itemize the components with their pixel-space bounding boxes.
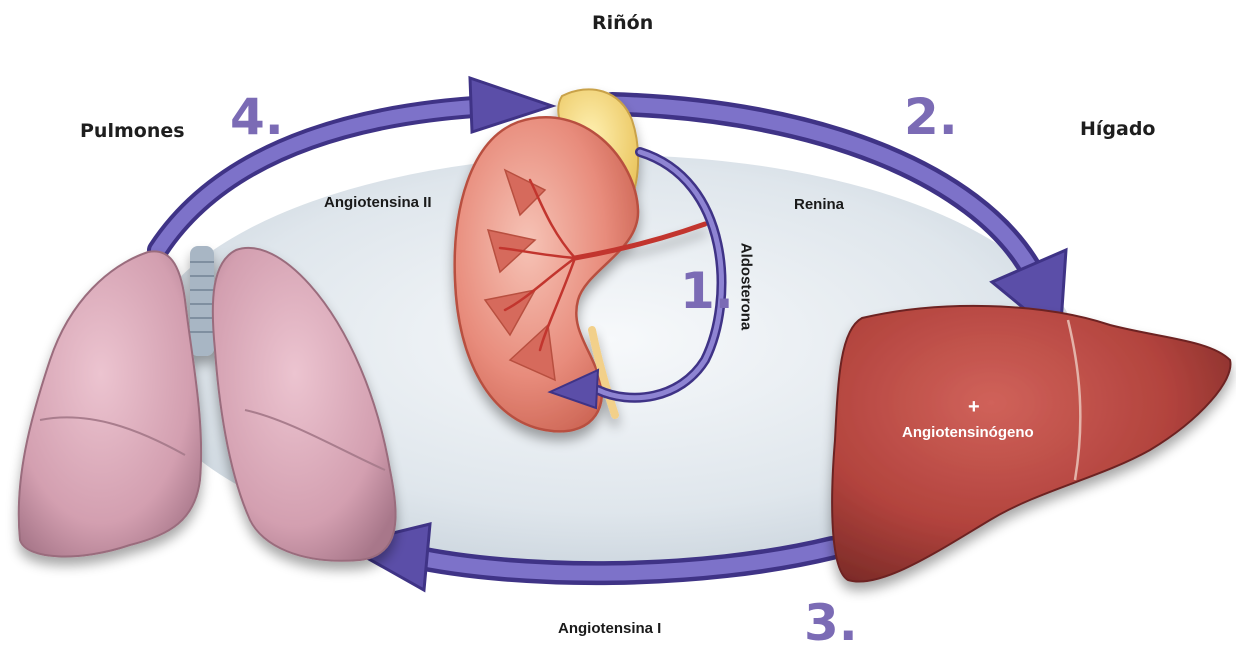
- renin-label: Renina: [794, 196, 844, 213]
- step-3-number: 3.: [804, 594, 858, 652]
- step-4-number: 4.: [230, 88, 284, 146]
- angiotensin-i-label: Angiotensina I: [558, 620, 661, 637]
- angiotensin-ii-label: Angiotensina II: [324, 194, 432, 211]
- kidney-label: Riñón: [592, 12, 653, 34]
- liver-label: Hígado: [1080, 118, 1156, 140]
- lungs-label: Pulmones: [80, 120, 185, 142]
- liver-illustration: [832, 306, 1230, 582]
- plus-sign: +: [968, 396, 980, 419]
- step-2-number: 2.: [904, 88, 958, 146]
- step-1-number: 1.: [680, 262, 734, 320]
- angiotensinogen-label: Angiotensinógeno: [902, 424, 1034, 441]
- aldosterone-label: Aldosterona: [737, 243, 754, 331]
